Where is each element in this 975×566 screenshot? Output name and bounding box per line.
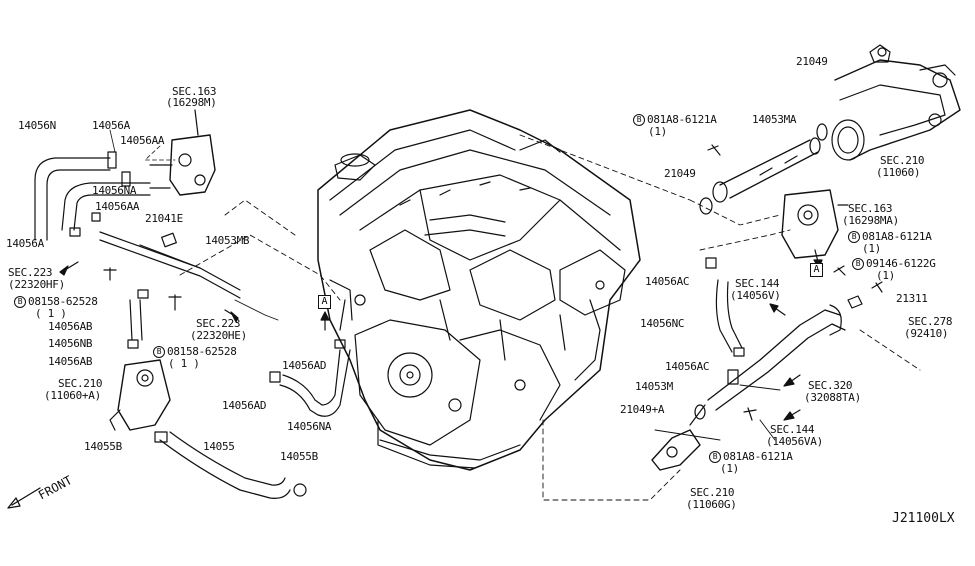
label-14056ac-2: 14056AC xyxy=(665,360,710,373)
diagram-ref-number: J21100LX xyxy=(892,511,955,526)
bolt-08158-b-text: 08158-62528 xyxy=(167,345,237,358)
left-hose-assembly xyxy=(34,109,341,499)
label-21311: 21311 xyxy=(896,292,928,305)
bolt-marker-icon: B xyxy=(14,296,26,308)
label-14053mb: 14053MB xyxy=(205,234,250,247)
right-assembly xyxy=(519,44,961,501)
label-sec163-right-sub: (16298MA) xyxy=(842,214,899,227)
label-sec210-right-sub: (11060) xyxy=(876,166,921,179)
label-21049a: 21049+A xyxy=(620,403,665,416)
label-bolt-08158-a-qty: ( 1 ) xyxy=(35,307,67,320)
label-sec210-left-sub: (11060+A) xyxy=(44,389,101,402)
label-sec278: SEC.278 xyxy=(908,315,953,328)
label-sec163-right: SEC.163 xyxy=(848,202,893,215)
label-sec144-top: SEC.144 xyxy=(735,277,780,290)
label-14055: 14055 xyxy=(203,440,235,453)
left-arrows xyxy=(59,261,330,331)
label-14056n: 14056N xyxy=(18,119,56,132)
label-bolt-081a8-top-qty: (1) xyxy=(648,125,667,138)
label-bolt-09146-qty: (1) xyxy=(876,269,895,282)
label-14056nb: 14056NB xyxy=(48,337,93,350)
label-14053ma: 14053MA xyxy=(752,113,797,126)
label-sec210-left: SEC.210 xyxy=(58,377,103,390)
label-sec144-bot-sub: (14056VA) xyxy=(766,435,823,448)
front-arrow xyxy=(7,487,41,509)
label-21049-mid: 21049 xyxy=(664,167,696,180)
label-sec223-left: SEC.223 xyxy=(8,266,53,279)
label-bolt-081a8-mid-qty: (1) xyxy=(862,242,881,255)
label-14056ab-1: 14056AB xyxy=(48,320,93,333)
bolt-09146-text: 09146-6122G xyxy=(866,257,936,270)
label-sec320-sub: (32088TA) xyxy=(804,391,861,404)
label-14056ac-1: 14056AC xyxy=(645,275,690,288)
bolt-08158-a-text: 08158-62528 xyxy=(28,295,98,308)
label-14055b-left: 14055B xyxy=(84,440,122,453)
bolt-marker-icon: B xyxy=(848,231,860,243)
engine-block xyxy=(317,109,641,471)
label-sec223-left-sub: (22320HF) xyxy=(8,278,65,291)
label-14056a-left: 14056A xyxy=(6,237,44,250)
label-sec163-top: SEC.163 xyxy=(172,85,217,98)
label-14056aa-1: 14056AA xyxy=(120,134,165,147)
label-sec210-bot: SEC.210 xyxy=(690,486,735,499)
label-sec278-sub: (92410) xyxy=(904,327,949,340)
label-sec210-bot-sub: (11060G) xyxy=(686,498,737,511)
label-sec163-top-sub: (16298M) xyxy=(166,96,217,109)
label-21049-top: 21049 xyxy=(796,55,828,68)
label-14055b-mid: 14055B xyxy=(280,450,318,463)
label-bolt-081a8-bot-qty: (1) xyxy=(720,462,739,475)
label-14056ad-left: 14056AD xyxy=(222,399,267,412)
label-sec223-mid-sub: (22320HE) xyxy=(190,329,247,342)
label-sec320: SEC.320 xyxy=(808,379,853,392)
label-sec144-top-sub: (14056V) xyxy=(730,289,781,302)
bolt-marker-icon: B xyxy=(709,451,721,463)
right-arrows xyxy=(769,249,823,421)
ref-marker-a-right: A xyxy=(810,263,823,277)
label-14056na-left: 14056NA xyxy=(92,184,137,197)
label-bolt-08158-b-qty: ( 1 ) xyxy=(168,357,200,370)
label-14056na-mid: 14056NA xyxy=(287,420,332,433)
label-14056ad-right: 14056AD xyxy=(282,359,327,372)
bolt-marker-icon: B xyxy=(852,258,864,270)
label-sec144-bot: SEC.144 xyxy=(770,423,815,436)
bolt-081a8-bot-text: 081A8-6121A xyxy=(723,450,793,463)
label-sec223-mid: SEC.223 xyxy=(196,317,241,330)
label-14056a-top: 14056A xyxy=(92,119,130,132)
label-14053m: 14053M xyxy=(635,380,673,393)
bolt-081a8-mid-text: 081A8-6121A xyxy=(862,230,932,243)
ref-marker-a-left: A xyxy=(318,295,331,309)
label-sec210-right: SEC.210 xyxy=(880,154,925,167)
label-14056ab-2: 14056AB xyxy=(48,355,93,368)
middle-hose xyxy=(269,339,351,417)
bolt-081a8-top-text: 081A8-6121A xyxy=(647,113,717,126)
label-21041e: 21041E xyxy=(145,212,183,225)
bolt-marker-icon: B xyxy=(633,114,645,126)
label-14056nc: 14056NC xyxy=(640,317,685,330)
label-14056aa-2: 14056AA xyxy=(95,200,140,213)
bolt-marker-icon: B xyxy=(153,346,165,358)
